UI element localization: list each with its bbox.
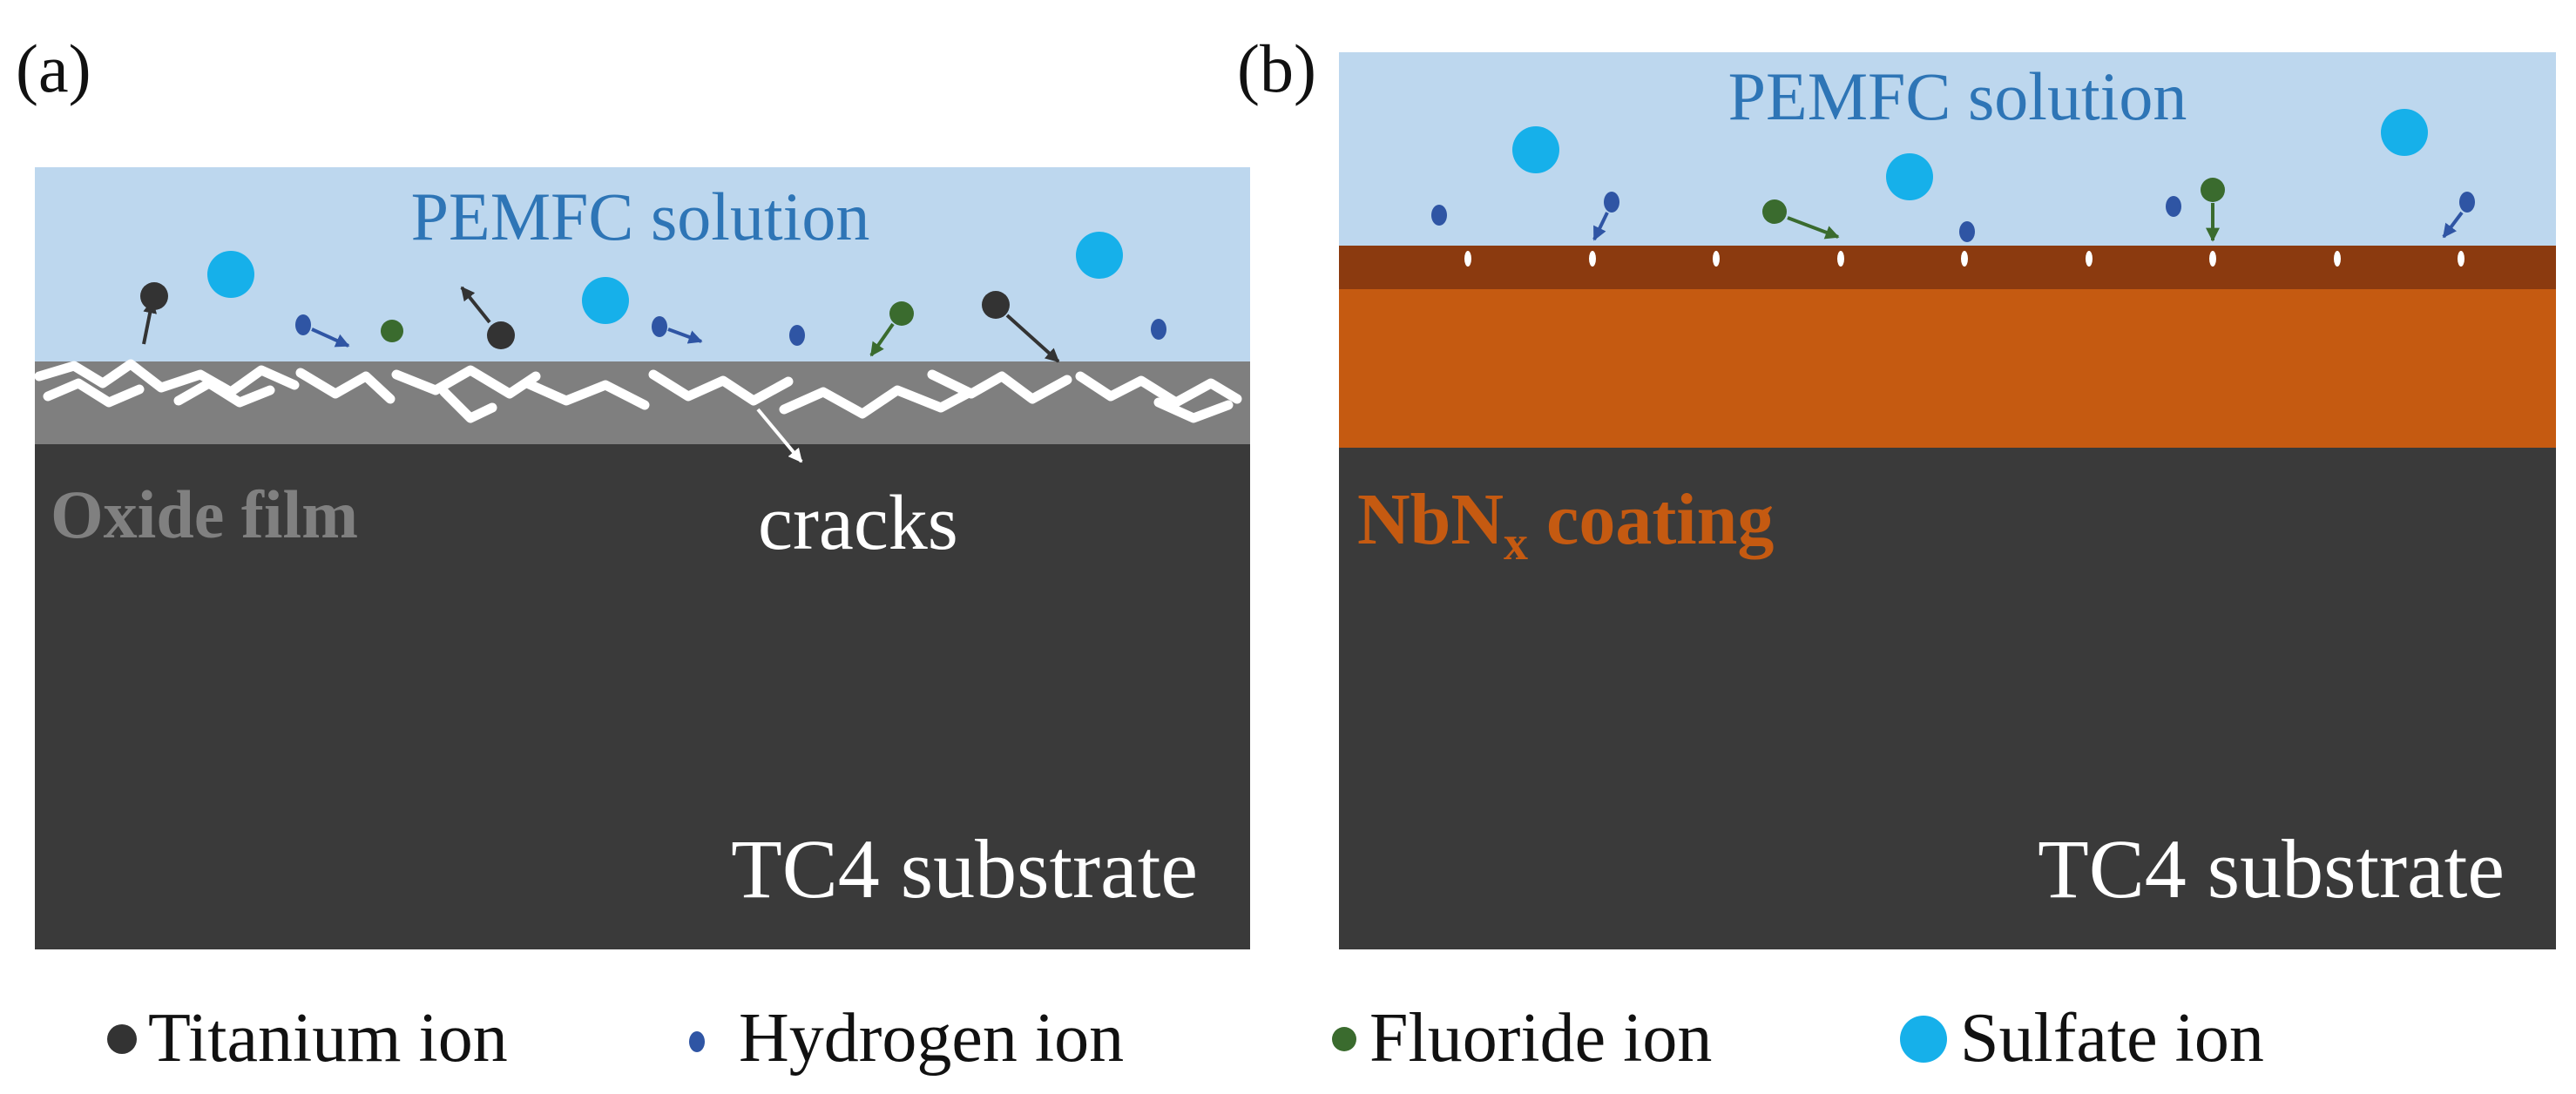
panel-a-substrate-region xyxy=(35,444,1250,949)
coating-pore xyxy=(1464,251,1471,267)
legend-item-hydrogen-ion: Hydrogen ion xyxy=(689,1000,1124,1077)
fluoride-ion-legend-marker xyxy=(1332,1027,1356,1051)
coating-pore xyxy=(1713,251,1720,267)
hydrogen-ion-legend-marker xyxy=(689,1031,705,1052)
hydrogen-ion xyxy=(1959,221,1975,242)
legend-label: Titanium ion xyxy=(148,1000,508,1077)
oxide-film-label: Oxide film xyxy=(51,476,358,552)
coating-pore xyxy=(2209,251,2216,267)
coating-surface-pores xyxy=(1464,251,2464,267)
sulfate-ion xyxy=(582,277,629,324)
legend: Titanium ion Hydrogen ion Fluoride ion S… xyxy=(107,1000,2264,1077)
hydrogen-ion xyxy=(2459,192,2475,213)
fluoride-ion-arrow xyxy=(1787,216,1840,240)
legend-item-fluoride-ion: Fluoride ion xyxy=(1332,1000,1712,1077)
coating-pore xyxy=(2334,251,2341,267)
panel-b-ions xyxy=(1431,109,2475,242)
coating-label-rest: coating xyxy=(1528,479,1774,560)
hydrogen-ion-arrow xyxy=(667,328,703,344)
fluoride-ion xyxy=(1762,199,1787,224)
panel-b-coating-top-layer xyxy=(1339,246,2556,289)
panel-b-substrate-region xyxy=(1339,448,2556,949)
coating-pore xyxy=(2458,251,2464,267)
titanium-ion xyxy=(982,291,1010,319)
fluoride-ion-arrow xyxy=(869,322,895,357)
hydrogen-ion xyxy=(2166,196,2181,217)
sulfate-ion xyxy=(2381,109,2428,156)
coating-pore xyxy=(2086,251,2093,267)
legend-label: Hydrogen ion xyxy=(739,1000,1124,1077)
hydrogen-ion-arrow xyxy=(311,328,350,348)
titanium-ion-legend-marker xyxy=(107,1024,137,1054)
sulfate-ion xyxy=(1886,153,1933,200)
titanium-ion-arrow xyxy=(460,286,491,324)
sulfate-ion xyxy=(1512,126,1559,173)
sulfate-ion xyxy=(207,251,254,298)
hydrogen-ion xyxy=(1604,192,1619,213)
coating-label-subscript: x xyxy=(1504,517,1528,571)
legend-item-titanium-ion: Titanium ion xyxy=(107,1000,508,1077)
legend-label: Fluoride ion xyxy=(1369,1000,1712,1077)
hydrogen-ion-arrow xyxy=(1592,212,1609,241)
fluoride-ion xyxy=(381,320,403,342)
hydrogen-ion xyxy=(295,314,311,335)
coating-label-main: NbN xyxy=(1357,479,1504,560)
coating-pore xyxy=(1837,251,1844,267)
titanium-ion xyxy=(140,282,168,310)
oxide-film-cracks xyxy=(34,359,1242,423)
titanium-ion xyxy=(487,321,515,349)
legend-item-sulfate-ion: Sulfate ion xyxy=(1900,1000,2264,1077)
hydrogen-ion-arrow xyxy=(2442,211,2464,239)
coating-pore xyxy=(1961,251,1968,267)
coating-label: NbNx coating xyxy=(1357,479,1774,571)
hydrogen-ion xyxy=(789,325,805,346)
coating-pore xyxy=(1589,251,1596,267)
panel-a-label: (a) xyxy=(16,30,91,106)
panel-a-substrate-label: TC4 substrate xyxy=(731,822,1198,915)
sulfate-ion-legend-marker xyxy=(1900,1016,1947,1063)
panel-b-solution-label: PEMFC solution xyxy=(1728,58,2187,134)
legend-label: Sulfate ion xyxy=(1960,1000,2264,1077)
sulfate-ion xyxy=(1076,232,1123,279)
panel-a-ions xyxy=(140,232,1166,363)
titanium-ion-arrow xyxy=(1005,314,1060,363)
fluoride-ion xyxy=(2201,178,2225,202)
cracks-label: cracks xyxy=(758,480,958,566)
panel-b-label: (b) xyxy=(1237,30,1316,106)
hydrogen-ion xyxy=(652,316,667,337)
panel-b-substrate-label: TC4 substrate xyxy=(2038,822,2505,915)
hydrogen-ion xyxy=(1431,205,1447,226)
fluoride-ion xyxy=(889,301,914,326)
panel-b: (b) PEMFC solution NbNx coating TC4 subs… xyxy=(1237,30,2556,949)
cracks-pointer-arrow xyxy=(756,408,803,463)
hydrogen-ion xyxy=(1151,319,1166,340)
panel-a: (a) PEMFC solution Oxide film cracks TC4… xyxy=(16,30,1250,949)
panel-a-solution-label: PEMFC solution xyxy=(411,179,870,254)
